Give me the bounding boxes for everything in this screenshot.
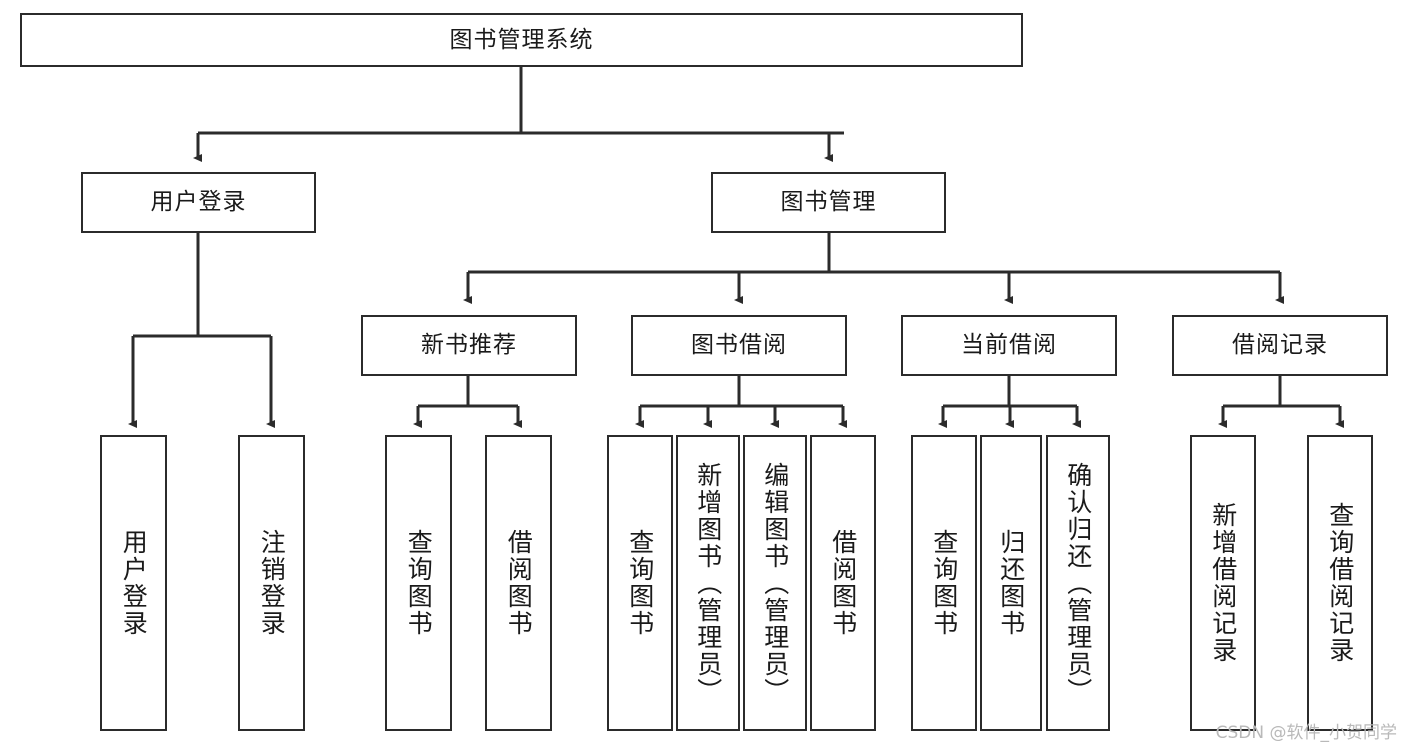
leaf-confirm-return-admin[interactable]: 确认归还（管理员） xyxy=(1046,435,1110,731)
node-label: 当前借阅 xyxy=(961,332,1057,358)
node-new-book-recommendation[interactable]: 新书推荐 xyxy=(361,315,577,376)
leaf-borrow-book-bb[interactable]: 借阅图书 xyxy=(810,435,876,731)
leaf-return-book[interactable]: 归还图书 xyxy=(980,435,1042,731)
node-borrowing-record[interactable]: 借阅记录 xyxy=(1172,315,1388,376)
node-label: 新书推荐 xyxy=(421,332,517,358)
leaf-query-book-cb[interactable]: 查询图书 xyxy=(911,435,977,731)
node-book-management[interactable]: 图书管理 xyxy=(711,172,946,233)
csdn-watermark: CSDN @软件_小贺同学 xyxy=(1215,723,1397,743)
node-label: 查询图书 xyxy=(625,529,655,637)
node-label: 图书管理系统 xyxy=(449,26,594,53)
node-label: 图书借阅 xyxy=(691,332,787,358)
node-current-borrowing[interactable]: 当前借阅 xyxy=(901,315,1117,376)
node-label: 新增借阅记录 xyxy=(1208,502,1238,664)
node-label: 借阅记录 xyxy=(1232,332,1328,358)
node-label: 用户登录 xyxy=(119,529,149,637)
node-label: 借阅图书 xyxy=(828,529,858,637)
node-label: 确认归还（管理员） xyxy=(1063,461,1093,705)
node-book-management-system[interactable]: 图书管理系统 xyxy=(20,13,1023,67)
node-label: 新增图书（管理员） xyxy=(693,461,723,705)
leaf-add-book-admin[interactable]: 新增图书（管理员） xyxy=(676,435,740,731)
node-book-borrowing[interactable]: 图书借阅 xyxy=(631,315,847,376)
leaf-query-book-nbr[interactable]: 查询图书 xyxy=(385,435,452,731)
node-label: 查询图书 xyxy=(929,529,959,637)
node-label: 查询图书 xyxy=(404,529,434,637)
node-label: 查询借阅记录 xyxy=(1325,502,1355,664)
node-label: 借阅图书 xyxy=(504,529,534,637)
leaf-logout[interactable]: 注销登录 xyxy=(238,435,305,731)
leaf-borrow-book-nbr[interactable]: 借阅图书 xyxy=(485,435,552,731)
node-label: 图书管理 xyxy=(780,189,877,215)
leaf-query-borrow-record[interactable]: 查询借阅记录 xyxy=(1307,435,1373,731)
leaf-query-book-bb[interactable]: 查询图书 xyxy=(607,435,673,731)
node-label: 编辑图书（管理员） xyxy=(760,461,790,705)
node-user-login[interactable]: 用户登录 xyxy=(81,172,316,233)
leaf-user-login[interactable]: 用户登录 xyxy=(100,435,167,731)
leaf-add-borrow-record[interactable]: 新增借阅记录 xyxy=(1190,435,1256,731)
leaf-edit-book-admin[interactable]: 编辑图书（管理员） xyxy=(743,435,807,731)
node-label: 用户登录 xyxy=(150,189,247,215)
node-label: 归还图书 xyxy=(996,529,1026,637)
node-label: 注销登录 xyxy=(257,529,287,637)
